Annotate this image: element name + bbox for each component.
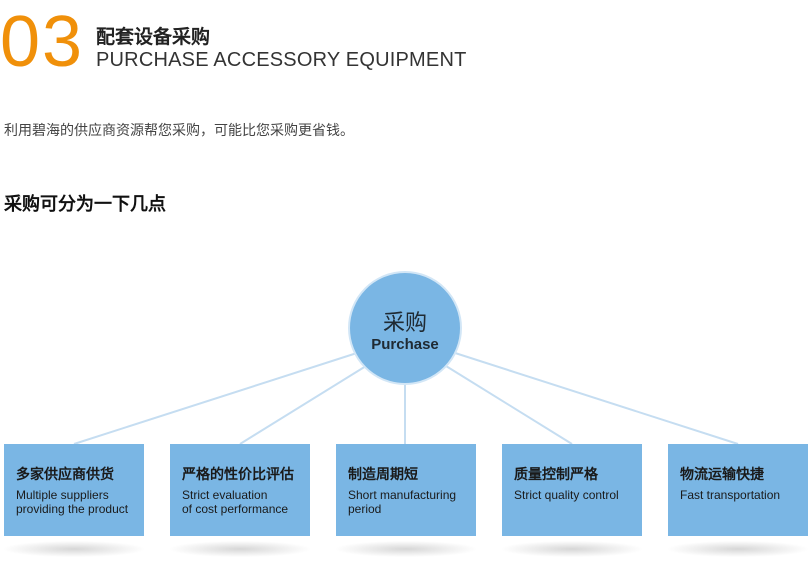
connector-line-1 [73, 351, 361, 445]
connector-line-5 [451, 351, 739, 445]
purchase-hub: 采购 Purchase [348, 271, 462, 385]
hub-label-en: Purchase [371, 336, 439, 353]
box-shadow [4, 541, 144, 557]
section-number: 03 [0, 2, 85, 82]
node-quality-control: 质量控制严格 Strict quality control [502, 444, 642, 536]
box-shadow [336, 541, 476, 557]
node-label-en: Strict evaluation of cost performance [182, 488, 289, 516]
box-shadow [170, 541, 310, 557]
box-shadow [502, 541, 642, 557]
node-label-en: Strict quality control [514, 488, 619, 502]
section-title-en: PURCHASE ACCESSORY EQUIPMENT [96, 49, 467, 71]
intro-text: 利用碧海的供应商资源帮您采购，可能比您采购更省钱。 [4, 123, 354, 139]
node-label-en: Short manufacturing period [348, 488, 457, 516]
section-title-cn: 配套设备采购 [96, 26, 211, 48]
node-label-cn: 多家供应商供货 [16, 467, 114, 483]
node-short-period: 制造周期短 Short manufacturing period [336, 444, 476, 536]
node-label-cn: 质量控制严格 [514, 467, 598, 483]
node-label-en: Multiple suppliers providing the product [16, 488, 129, 516]
node-label-en: Fast transportation [680, 488, 781, 502]
connector-line-4 [445, 365, 573, 445]
hub-label-cn: 采购 [382, 311, 427, 336]
node-multiple-suppliers: 多家供应商供货 Multiple suppliers providing the… [4, 444, 144, 536]
node-label-cn: 物流运输快捷 [680, 467, 764, 483]
node-label-cn: 严格的性价比评估 [182, 467, 294, 483]
node-label-cn: 制造周期短 [348, 467, 418, 483]
box-shadow [668, 541, 808, 557]
subsection-title: 采购可分为一下几点 [4, 194, 166, 215]
connector-line-2 [239, 365, 367, 445]
node-fast-transport: 物流运输快捷 Fast transportation [668, 444, 808, 536]
node-cost-evaluation: 严格的性价比评估 Strict evaluation of cost perfo… [170, 444, 310, 536]
